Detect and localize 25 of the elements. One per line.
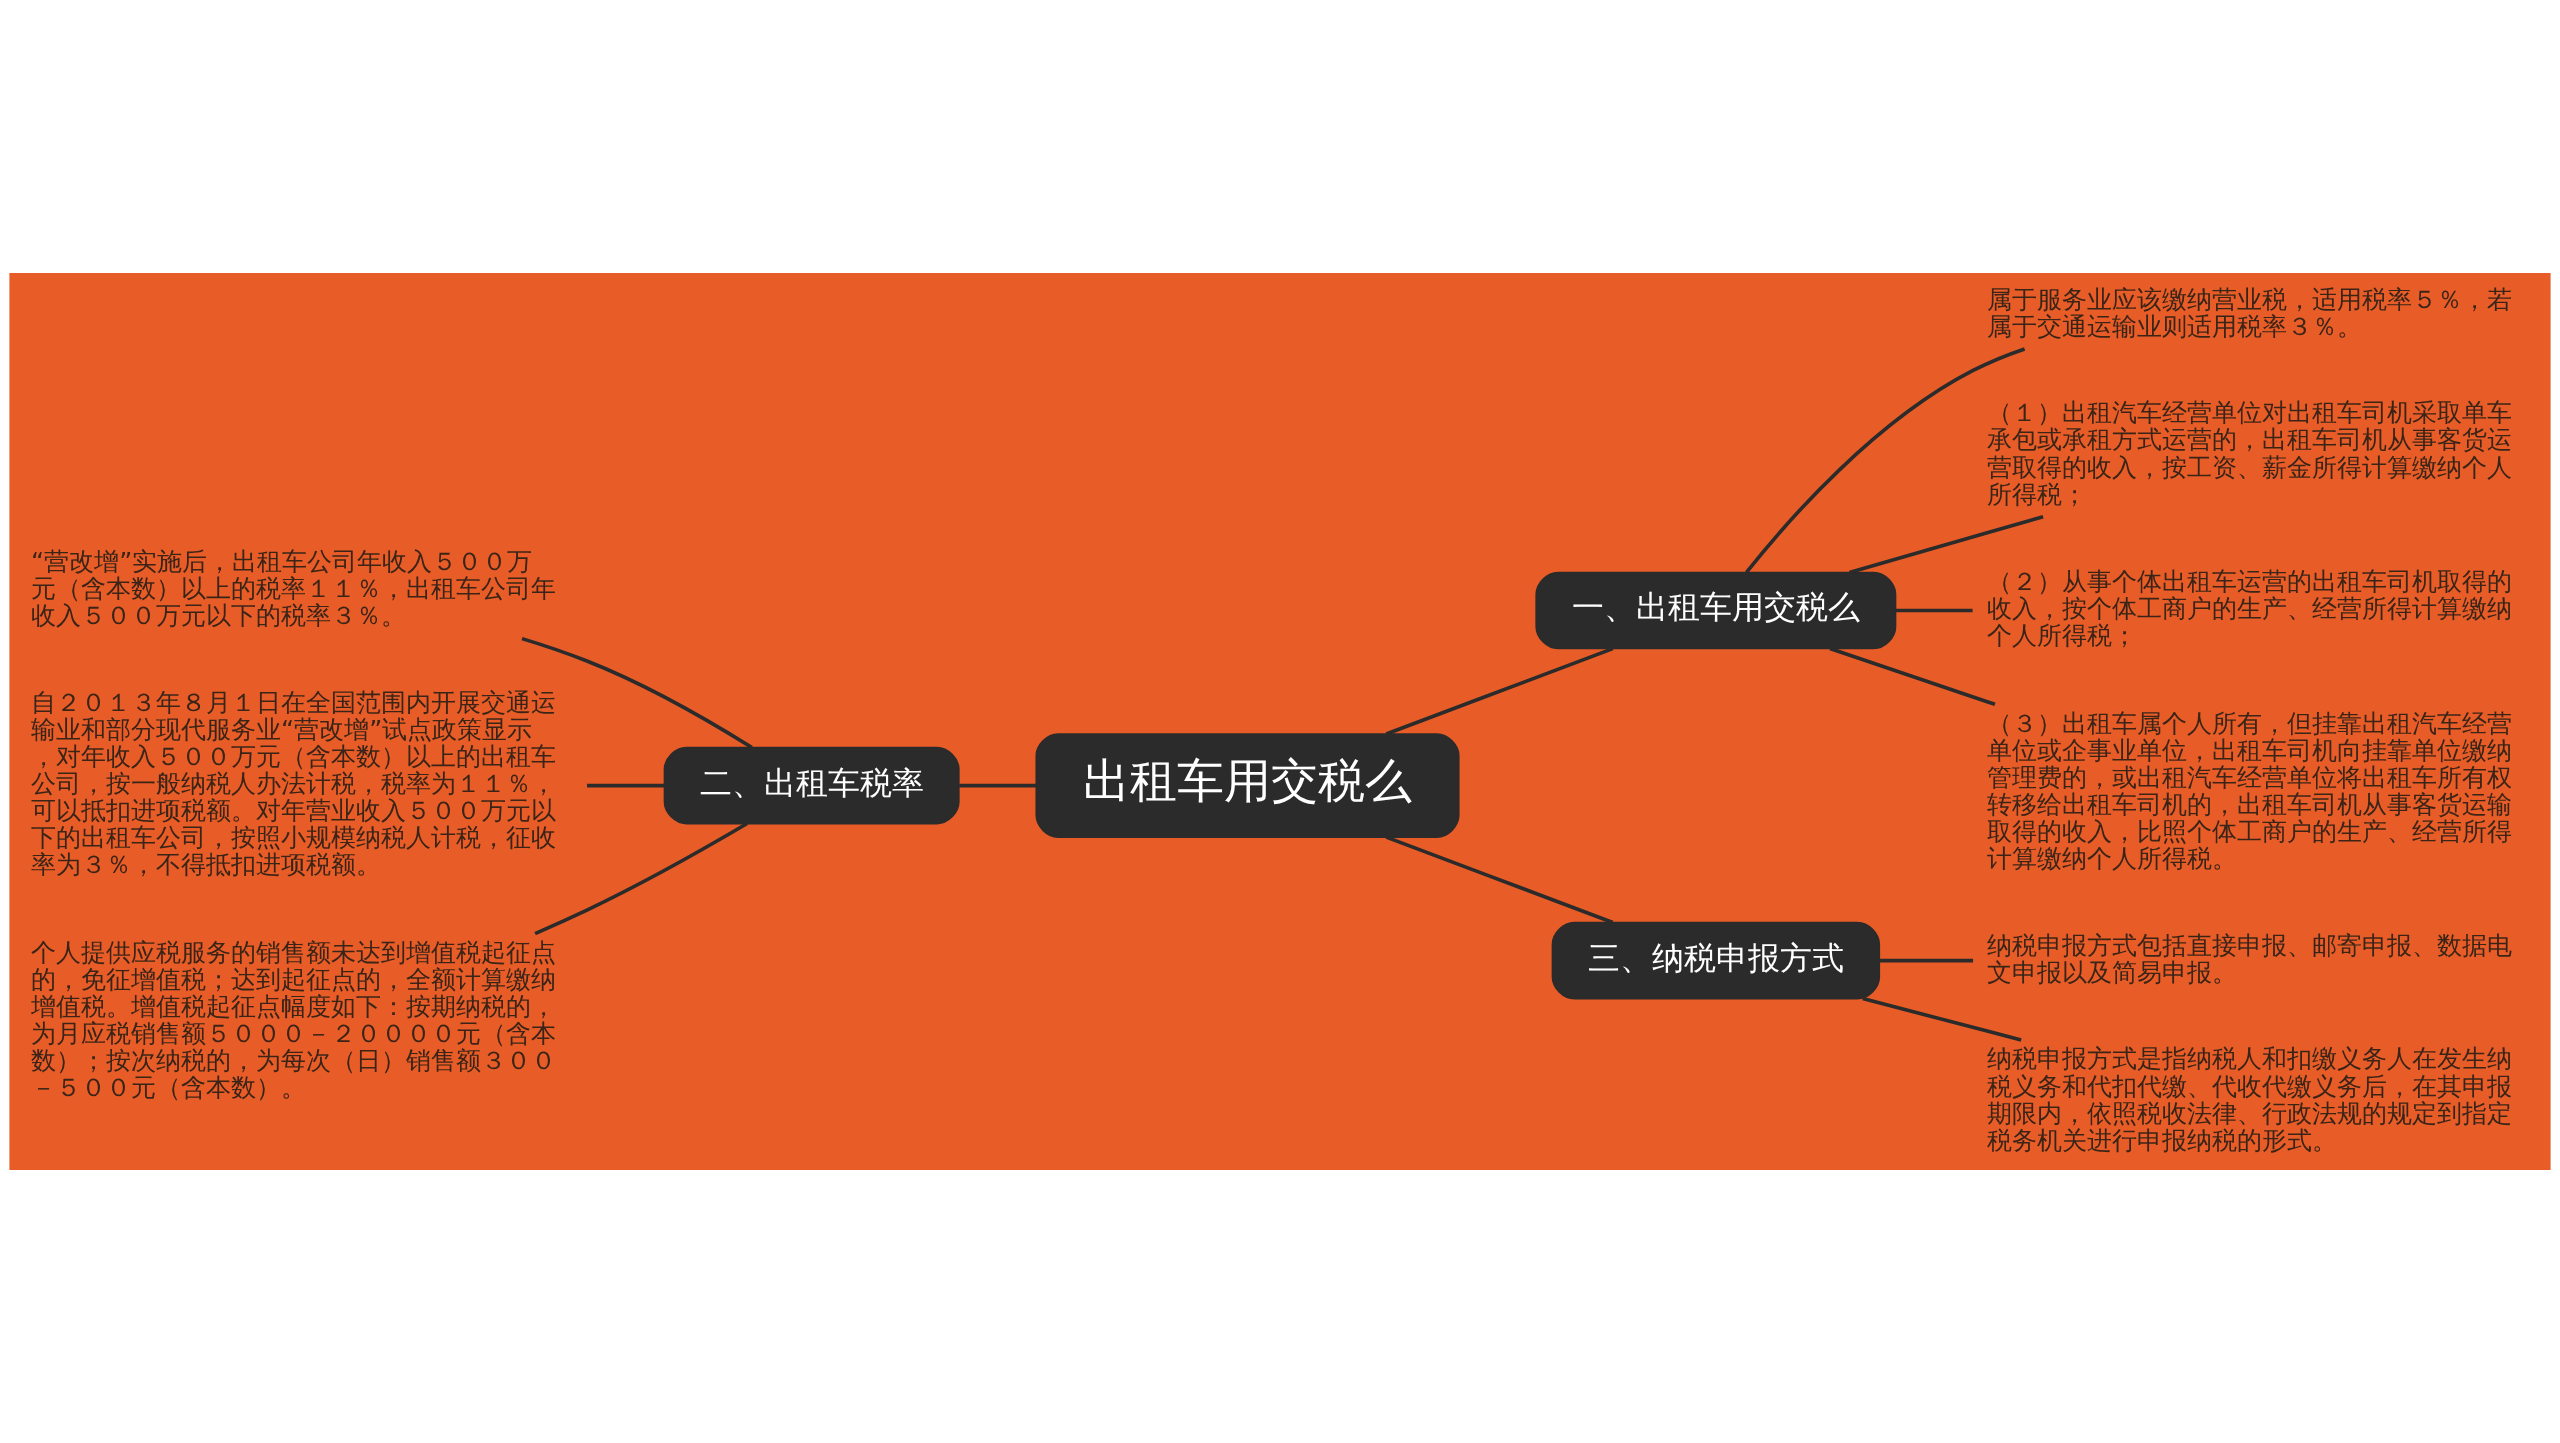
connector [959, 783, 1037, 788]
node-text: （１）出租汽车经营单位对出租车司机采取单车承包或承租方式运营的，出租车司机从事客货运营取得的收入，按工资、薪金所得计算缴纳个人所得税； [1987, 398, 2513, 509]
node-box: 二、出租车税率 [663, 746, 960, 825]
node-text: （２）从事个体出租车运营的出租车司机取得的收入，按个体工商户的生产、经营所得计算缴纳个人所得税； [1987, 567, 2513, 651]
node-text: “营改增”实施后，出租车公司年收入５００万元（含本数）以上的税率１１％，出租车公司年收入５００万元以下的税率３％。 [31, 547, 557, 631]
connector [1848, 515, 2044, 575]
node-text: 纳税申报方式是指纳税人和扣缴义务人在发生纳税义务和代扣代缴、代收代缴义务后，在其申报期限内，依照税收法律、行政法规的规定到指定税务机关进行申报纳税的形式。 [1987, 1044, 2513, 1155]
connector [521, 636, 753, 750]
node-text: 个人提供应税服务的销售额未达到增值税起征点的，免征增值税；达到起征点的，全额计算缴纳增值税。增值税起征点幅度如下：按期纳税的，为月应税销售额５０００－２００００元（含本数）；按次纳税的，为每次（日）销售额３００－５００元（含本数）。 [31, 938, 557, 1103]
node-text: 属于服务业应该缴纳营业税，适用税率５％，若属于交通运输业则适用税率３％。 [1987, 284, 2513, 341]
connector [1829, 646, 1996, 707]
connector [1385, 835, 1614, 925]
connector [1879, 958, 1974, 963]
connector [1745, 347, 2026, 574]
connector [1895, 608, 1973, 613]
node-box: 一、出租车用交税么 [1535, 571, 1897, 650]
connector [1862, 996, 2022, 1042]
node-box: 三、纳税申报方式 [1551, 921, 1881, 1000]
node-box: 出租车用交税么 [1035, 733, 1460, 838]
node-text: 自２０１３年８月１日在全国范围内开展交通运输业和部分现代服务业“营改增”试点政策显示，对年收入５００万元（含本数）以上的出租车公司，按一般纳税人办法计税，税率为１１％，可以抵扣进项税额。对年营业收入５００万元以下的出租车公司，按照小规模纳税人计税，征收率为３％，不得抵扣进项税额。 [31, 688, 557, 880]
connector [534, 822, 749, 936]
node-text: （３）出租车属个人所有，但挂靠出租汽车经营单位或企事业单位，出租车司机向挂靠单位缴纳管理费的，或出租汽车经营单位将出租车所有权转移给出租车司机的，出租车司机从事客货运输取得的收入，比照个体工商户的生产、经营所得计算缴纳个人所得税。 [1987, 708, 2513, 874]
node-text: 纳税申报方式包括直接申报、邮寄申报、数据电文申报以及简易申报。 [1987, 930, 2513, 987]
connector [1385, 646, 1614, 736]
connector [587, 783, 665, 788]
